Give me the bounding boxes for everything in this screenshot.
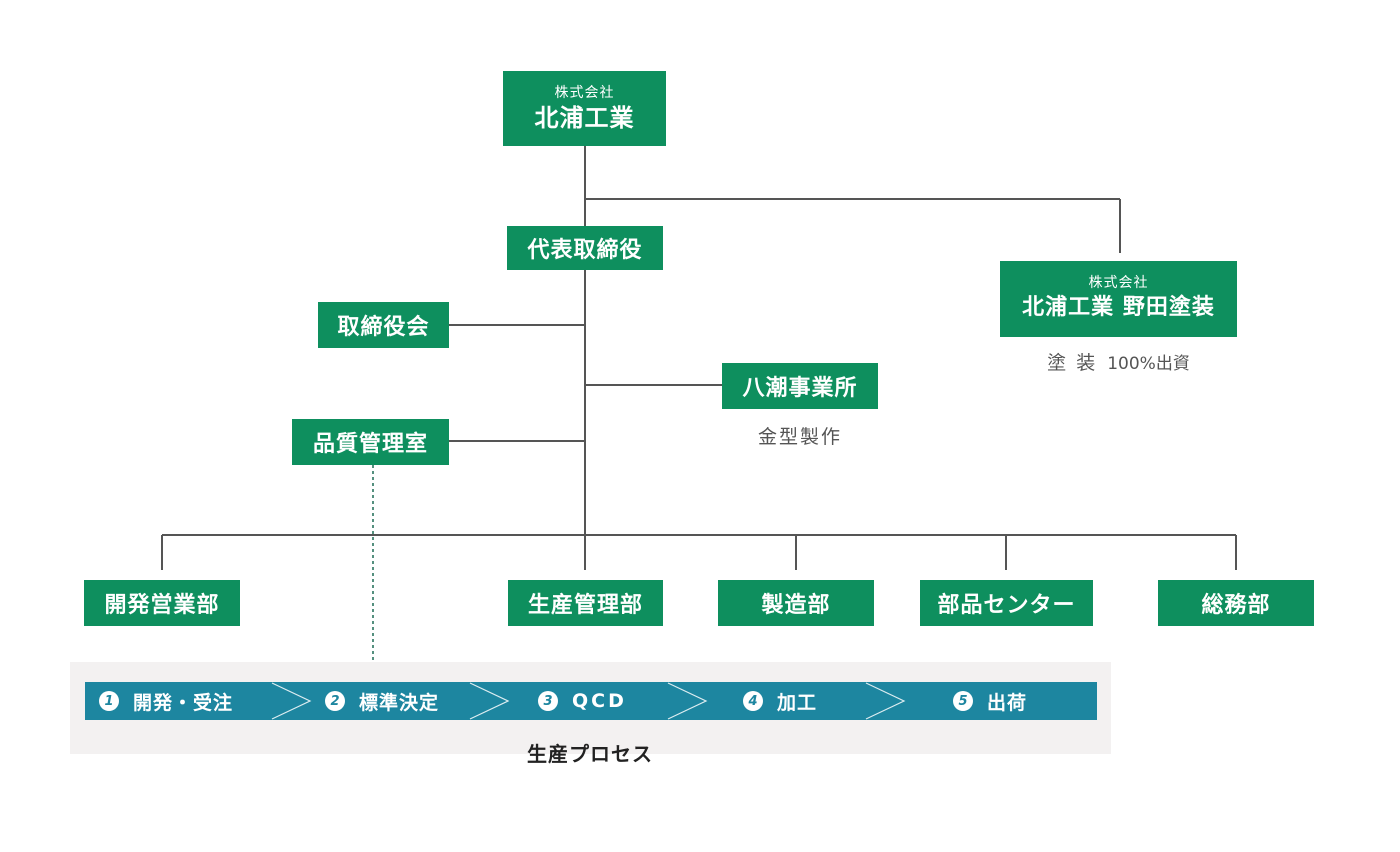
- step-label-5: 出荷: [987, 691, 1028, 714]
- step-label-3: QCD: [572, 690, 627, 712]
- step-label-2: 標準決定: [359, 691, 440, 714]
- subsidiary-note-pct: 100%出資: [1107, 354, 1190, 374]
- subsidiary-prefix: 株式会社: [1088, 275, 1149, 291]
- department-box-1: 開発営業部: [84, 580, 240, 626]
- department-box-5: 総務部: [1158, 580, 1314, 626]
- president-box: 代表取締役: [507, 226, 663, 270]
- process-step-5: 5 出荷: [953, 682, 1027, 720]
- office-label: 八潮事業所: [742, 376, 858, 401]
- department-label-4: 部品センター: [937, 593, 1076, 618]
- subsidiary-name: 北浦工業 野田塗装: [1022, 295, 1215, 320]
- chevron-1: [271, 682, 312, 720]
- process-step-3: 3 QCD: [538, 682, 627, 720]
- office-note: 金型製作: [757, 426, 842, 448]
- step-number-4: 4: [743, 691, 763, 711]
- president-label: 代表取締役: [527, 238, 643, 263]
- office-box: 八潮事業所: [722, 363, 878, 409]
- department-box-2: 生産管理部: [508, 580, 663, 626]
- process-step-4: 4 加工: [743, 682, 817, 720]
- chevron-3: [667, 682, 708, 720]
- subsidiary-box: 株式会社 北浦工業 野田塗装: [1000, 261, 1237, 337]
- department-box-4: 部品センター: [920, 580, 1093, 626]
- process-step-1: 1 開発・受注: [99, 682, 233, 720]
- company-prefix: 株式会社: [554, 84, 615, 101]
- step-label-1: 開発・受注: [133, 691, 234, 714]
- department-label-1: 開発営業部: [104, 593, 220, 618]
- company-name: 北浦工業: [534, 103, 635, 132]
- subsidiary-note-main: 塗 装: [1047, 352, 1098, 374]
- process-step-2: 2 標準決定: [325, 682, 439, 720]
- quality-label: 品質管理室: [312, 432, 428, 457]
- step-number-3: 3: [538, 691, 558, 711]
- board-box: 取締役会: [318, 302, 449, 348]
- department-label-3: 製造部: [761, 593, 831, 618]
- company-box: 株式会社 北浦工業: [503, 71, 666, 146]
- department-label-5: 総務部: [1201, 593, 1271, 618]
- quality-box: 品質管理室: [292, 419, 449, 465]
- department-label-2: 生産管理部: [527, 593, 643, 618]
- board-label: 取締役会: [337, 315, 430, 340]
- process-caption: 生産プロセス: [527, 742, 653, 766]
- chevron-4: [865, 682, 906, 720]
- chevron-2: [469, 682, 510, 720]
- step-number-1: 1: [99, 691, 119, 711]
- step-number-2: 2: [325, 691, 345, 711]
- step-number-5: 5: [953, 691, 973, 711]
- process-bar: [85, 682, 1097, 720]
- subsidiary-note: 塗 装 100%出資: [1000, 348, 1237, 375]
- step-label-4: 加工: [777, 691, 818, 714]
- department-box-3: 製造部: [718, 580, 874, 626]
